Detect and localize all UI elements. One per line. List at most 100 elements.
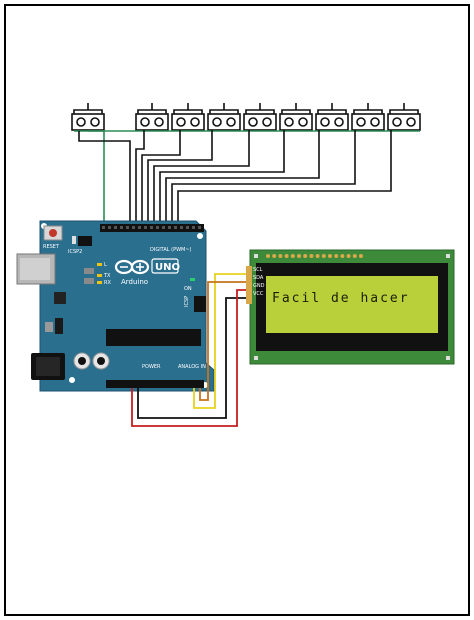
- lcd-header-pad: [352, 254, 357, 258]
- button-signal-wires: [78, 130, 392, 226]
- lcd-header-pad: [272, 254, 277, 258]
- usb-chip: [54, 292, 66, 304]
- lcd-header-pad: [309, 254, 314, 258]
- smd-component: [84, 268, 94, 274]
- capacitor-top: [97, 357, 105, 365]
- digital-label: DIGITAL (PWM~): [150, 247, 192, 253]
- button-terminal: [226, 117, 236, 127]
- lcd-pin-vcc: VCC: [253, 291, 264, 297]
- header-pin: [198, 226, 201, 229]
- gnd-wire: [137, 297, 250, 419]
- lcd-i2c-pins: [246, 266, 252, 304]
- lcd-header-pad: [284, 254, 289, 258]
- lcd-wires: [131, 273, 250, 427]
- arduino-logo: [114, 259, 150, 275]
- lcd-header-pad: [321, 254, 326, 258]
- button-terminal: [76, 117, 86, 127]
- digital-header: [100, 224, 204, 232]
- reset-label: RESET: [43, 244, 60, 250]
- lcd-pin-sda: SDA: [253, 275, 264, 281]
- lcd-header-pad: [334, 254, 339, 258]
- page-border: [4, 4, 470, 616]
- button-terminal: [392, 117, 402, 127]
- mounting-hole: [197, 233, 203, 239]
- rx-label: RX: [104, 280, 111, 286]
- lcd-header-pad: [290, 254, 295, 258]
- header-pin: [126, 226, 129, 229]
- button-terminal: [320, 117, 330, 127]
- button-terminal: [370, 117, 380, 127]
- capacitor-top: [78, 357, 86, 365]
- lcd-header-pads: [266, 254, 363, 258]
- header-pin: [156, 226, 159, 229]
- mounting-hole: [69, 377, 75, 383]
- push-button[interactable]: [243, 103, 277, 131]
- lcd-header-pad: [297, 254, 301, 258]
- push-button[interactable]: [279, 103, 313, 131]
- lcd-header-pad: [359, 254, 363, 258]
- push-button[interactable]: [135, 103, 169, 131]
- arduino-board: RESET ICSP2 L TX RX Arduino UNO DIGITAL: [16, 220, 215, 392]
- l-led: [97, 263, 102, 266]
- lcd-module: Facil de hacer SCL SDA GND VCC: [246, 249, 455, 365]
- header-pin: [180, 226, 183, 229]
- header-pin: [168, 226, 171, 229]
- push-button[interactable]: [351, 103, 385, 131]
- header-pin: [150, 226, 153, 229]
- model-label: UNO: [155, 262, 180, 273]
- icsp2-header: [78, 236, 92, 246]
- lcd-header-pad: [315, 254, 320, 258]
- icsp-label: ICSP: [184, 296, 190, 307]
- power-jack-inner: [36, 357, 60, 376]
- header-pin: [174, 226, 177, 229]
- button-terminal: [176, 117, 186, 127]
- lcd-screen: [266, 276, 438, 333]
- reset-button-cap: [49, 229, 57, 237]
- header-pin: [138, 226, 141, 229]
- push-button[interactable]: [387, 103, 421, 131]
- scl-wire: [193, 273, 250, 409]
- lcd-mount-hole: [446, 356, 450, 360]
- header-pin: [144, 226, 147, 229]
- button-terminal: [140, 117, 150, 127]
- smd-component: [72, 236, 76, 244]
- power-analog-header: [106, 380, 204, 388]
- vcc-wire: [131, 289, 250, 427]
- header-pin: [132, 226, 135, 229]
- button-terminal: [284, 117, 294, 127]
- atmega-chip: [106, 329, 201, 346]
- analog-label: ANALOG IN: [178, 364, 206, 370]
- button-terminal: [262, 117, 272, 127]
- smd-component: [84, 278, 94, 284]
- button-terminal: [356, 117, 366, 127]
- header-pin: [120, 226, 123, 229]
- ground-wire: [88, 130, 105, 226]
- lcd-header-pad: [278, 254, 283, 258]
- push-button[interactable]: [207, 103, 241, 131]
- rx-led: [97, 281, 102, 284]
- button-terminal: [406, 117, 416, 127]
- lcd-header-pad: [266, 254, 270, 258]
- voltage-regulator: [55, 318, 63, 334]
- lcd-header-pad: [328, 254, 332, 258]
- model-badge: [151, 258, 179, 274]
- header-pin: [102, 226, 105, 229]
- lcd-pin-scl: SCL: [253, 267, 263, 273]
- tx-label: TX: [103, 273, 111, 279]
- button-terminal: [248, 117, 258, 127]
- button-terminal: [298, 117, 308, 127]
- lcd-header-pad: [346, 254, 351, 258]
- button-terminal: [212, 117, 222, 127]
- header-pin: [108, 226, 111, 229]
- push-button[interactable]: [171, 103, 205, 131]
- push-button[interactable]: [71, 103, 105, 131]
- on-label: ON: [184, 286, 192, 292]
- lcd-mount-hole: [254, 356, 258, 360]
- l-label: L: [104, 262, 107, 268]
- push-button[interactable]: [315, 103, 349, 131]
- sda-wire: [199, 281, 250, 401]
- header-pin: [186, 226, 189, 229]
- header-pin: [192, 226, 195, 229]
- button-terminal: [154, 117, 164, 127]
